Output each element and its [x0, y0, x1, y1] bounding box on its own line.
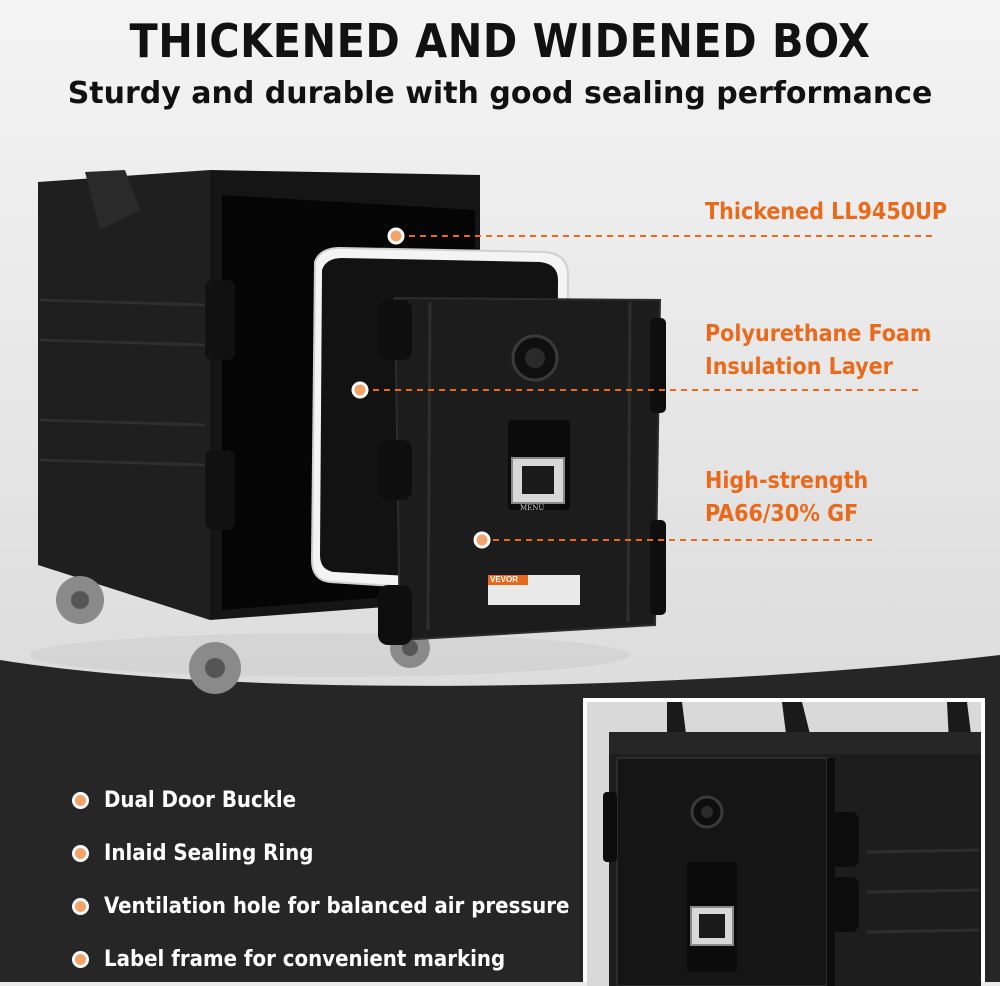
feature-label: Dual Door Buckle [104, 788, 297, 813]
callout-foam: Polyurethane Foam Insulation Layer [705, 318, 965, 384]
callout-foam-line2: Insulation Layer [705, 354, 893, 380]
detail-photo [583, 698, 985, 986]
callout-thickened-line1: Thickened LL9450UP [705, 199, 948, 225]
door-closeup-illustration [587, 702, 981, 986]
feature-label: Inlaid Sealing Ring [104, 841, 314, 866]
callout-strength-line2: PA66/30% GF [705, 501, 859, 527]
callout-thickened: Thickened LL9450UP [705, 196, 947, 229]
product-illustration [30, 170, 932, 694]
list-item: Dual Door Buckle [72, 774, 569, 827]
list-item: Ventilation hole for balanced air pressu… [72, 880, 569, 933]
feature-label: Label frame for convenient marking [104, 947, 506, 972]
bullet-icon [72, 845, 89, 862]
bullet-icon [72, 951, 89, 968]
list-item: Label frame for convenient marking [72, 933, 569, 986]
door-brand-label: VEVOR [490, 575, 519, 584]
door-menu-label: MENU [520, 504, 545, 512]
page-title: THICKENED AND WIDENED BOX [129, 14, 871, 68]
bullet-icon [72, 792, 89, 809]
callout-foam-line1: Polyurethane Foam [705, 321, 932, 347]
feature-list: Dual Door Buckle Inlaid Sealing Ring Ven… [72, 774, 569, 986]
page-subtitle: Sturdy and durable with good sealing per… [67, 76, 933, 111]
callout-strength: High-strength PA66/30% GF [705, 465, 965, 531]
bullet-icon [72, 898, 89, 915]
feature-label: Ventilation hole for balanced air pressu… [104, 894, 570, 919]
list-item: Inlaid Sealing Ring [72, 827, 569, 880]
callout-strength-line1: High-strength [705, 468, 869, 494]
